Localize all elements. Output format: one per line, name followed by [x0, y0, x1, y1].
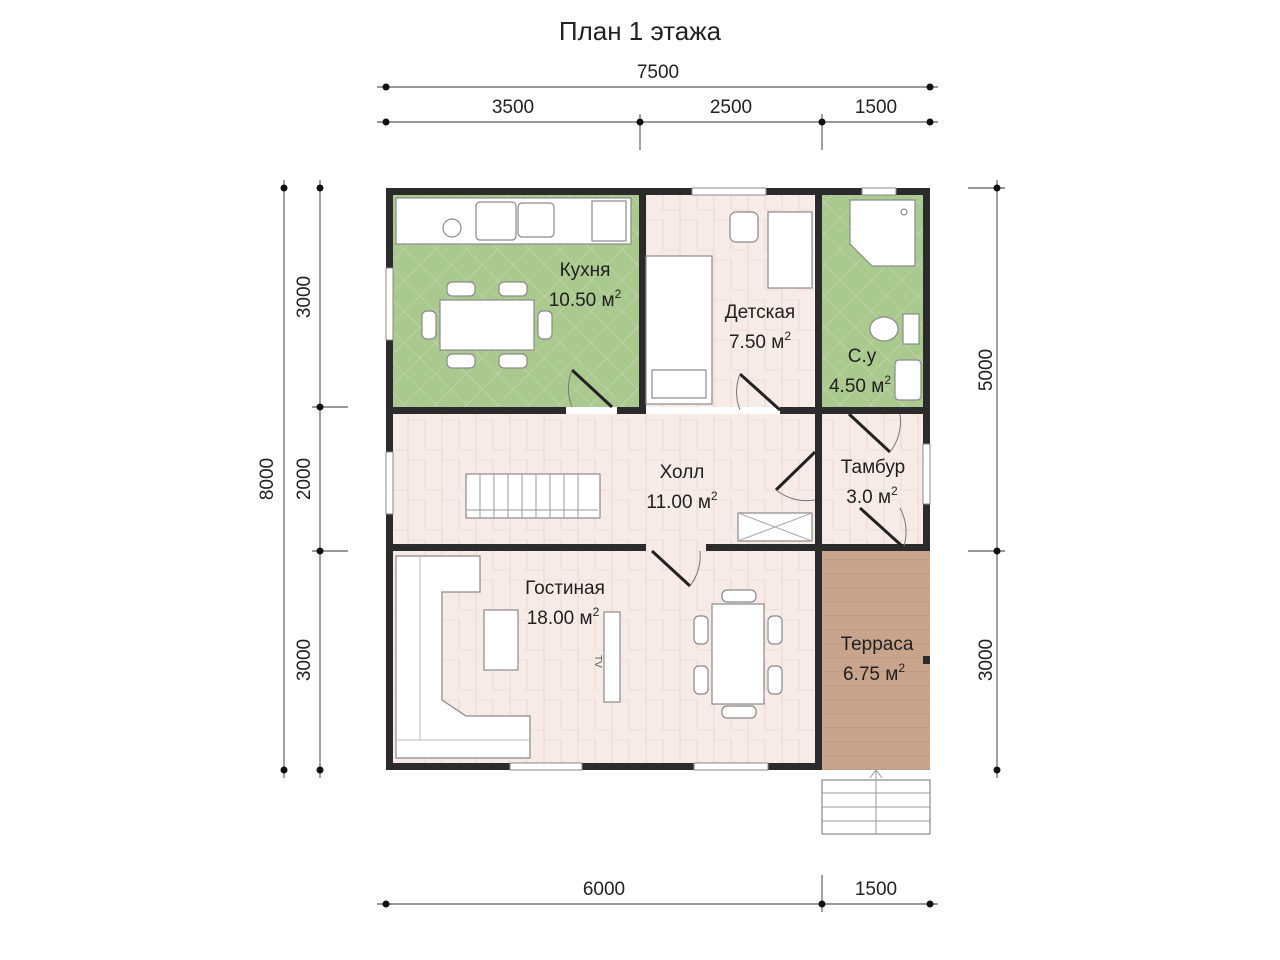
terrace-floor	[822, 551, 930, 770]
dim-left-total-label: 8000	[257, 458, 278, 500]
room-name-kitchen: Кухня	[560, 260, 611, 281]
dim-right-seg1-label: 5000	[976, 349, 997, 391]
room-area-kitchen: 10.50 м2	[549, 287, 622, 311]
shower-cabin	[849, 199, 916, 267]
tv-stand: TV	[592, 611, 621, 703]
corner-sofa	[395, 555, 531, 759]
windows	[385, 187, 931, 771]
dim-left-seg2-label: 2000	[294, 458, 315, 500]
dim-top-seg2-label: 2500	[710, 97, 752, 118]
dimension-top-total: 7500	[377, 62, 938, 91]
tv-label: TV	[592, 655, 603, 668]
dim-top-seg1-label: 3500	[492, 97, 534, 118]
dim-left-seg3-label: 3000	[294, 639, 315, 681]
room-label-vestibule: Тамбур 3.0 м2	[841, 457, 906, 508]
room-label-living: Гостиная 18.00 м2	[525, 578, 605, 629]
dimension-top-segments: 3500 2500 1500	[377, 97, 938, 150]
dim-right-seg2-label: 3000	[976, 639, 997, 681]
room-label-kitchen: Кухня 10.50 м2	[549, 260, 622, 311]
room-name-living: Гостиная	[525, 578, 605, 599]
doors	[568, 368, 907, 588]
hall-cabinet	[737, 512, 813, 542]
kitchen-dining-table	[421, 281, 553, 369]
dimension-bottom-segments: 6000 1500	[377, 875, 938, 912]
dim-left-seg1-label: 3000	[294, 276, 315, 318]
plan-title: План 1 этажа	[559, 16, 722, 46]
terrace-post	[923, 656, 930, 664]
kids-bed	[645, 255, 713, 405]
dim-bottom-seg2-label: 1500	[855, 879, 897, 900]
dim-bottom-seg1-label: 6000	[583, 879, 625, 900]
room-name-terrace: Терраса	[841, 634, 914, 655]
dimension-left-total: 8000	[257, 180, 288, 778]
room-label-terrace: Терраса 6.75 м2	[841, 634, 914, 685]
room-name-wc: С.у	[848, 346, 877, 367]
coffee-table	[483, 609, 519, 671]
room-name-hall: Холл	[660, 462, 705, 483]
kids-desk	[729, 211, 813, 289]
toilet	[869, 313, 920, 345]
dimension-left-segments: 3000 2000 3000	[294, 180, 348, 778]
kitchen-counter	[395, 197, 632, 245]
room-area-hall: 11.00 м2	[646, 489, 717, 513]
terrace-steps	[821, 769, 931, 835]
dim-top-seg3-label: 1500	[855, 97, 897, 118]
room-label-kids: Детская 7.50 м2	[725, 302, 795, 353]
living-dining-table	[693, 589, 783, 719]
dimension-right-segments: 5000 3000	[968, 180, 1005, 778]
staircase	[465, 473, 601, 519]
room-name-vestibule: Тамбур	[841, 457, 906, 478]
washbasin	[894, 359, 922, 401]
room-label-hall: Холл 11.00 м2	[646, 462, 717, 513]
room-area-wc: 4.50 м2	[829, 373, 891, 397]
room-area-kids: 7.50 м2	[729, 329, 791, 353]
dim-top-total-label: 7500	[637, 62, 679, 83]
room-area-living: 18.00 м2	[527, 605, 600, 629]
room-area-vestibule: 3.0 м2	[846, 484, 898, 508]
room-area-terrace: 6.75 м2	[843, 661, 905, 685]
room-name-kids: Детская	[725, 302, 795, 323]
room-label-wc: С.у 4.50 м2	[829, 346, 891, 397]
